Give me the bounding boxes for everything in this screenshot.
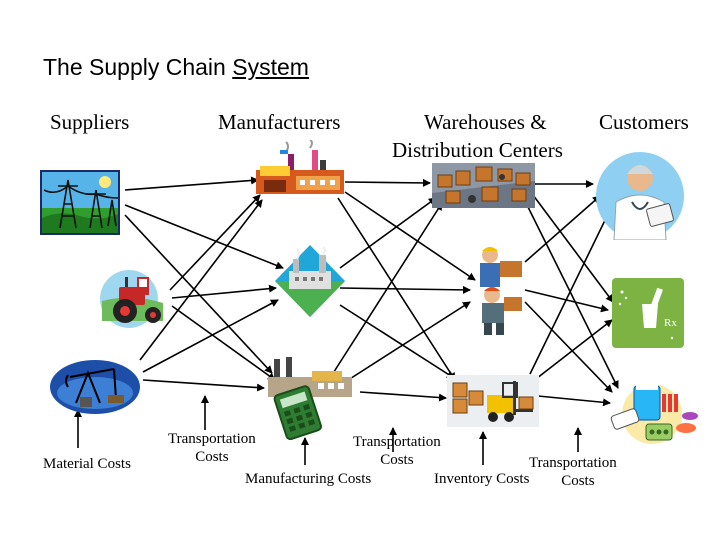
transport-costs-2-line1: Transportation [353, 434, 441, 450]
manufacturing-costs-label: Manufacturing Costs [245, 471, 372, 487]
arrow-supplier3-mfr2 [142, 299, 279, 373]
warehouses-header-line2: Distribution Centers [392, 138, 563, 162]
transport-costs-1-line2: Costs [195, 449, 229, 465]
arrow-wh2-cust1 [524, 195, 601, 263]
transport-costs-label-3: Transportation Costs [529, 454, 617, 490]
tractor-image [100, 270, 163, 328]
workers-image [480, 247, 522, 335]
doctor-image [596, 152, 684, 240]
arrow-mfr2-wh2 [339, 285, 471, 294]
page-title: The Supply Chain System [43, 54, 309, 81]
arrow-mfr3-wh3 [359, 391, 447, 402]
suppliers-header: Suppliers [50, 110, 130, 134]
warehouse-boxes-image [432, 163, 535, 208]
arrow-supplier1-mfr1 [124, 176, 259, 191]
arrow-supplier3-mfr3 [142, 379, 265, 392]
arrow-supplier3-mfr1 [139, 199, 263, 361]
forklift-image [447, 375, 539, 427]
arrow-wh1-cust2 [532, 194, 614, 303]
transport-costs-2-line2: Costs [380, 452, 414, 468]
arrow-mfr3-wh2 [344, 301, 471, 383]
transport-costs-1-line1: Transportation [168, 431, 256, 447]
warehouses-header-line1: Warehouses & [424, 110, 547, 134]
material-costs-label: Material Costs [43, 456, 131, 472]
arrow-wh3-cust2 [531, 319, 613, 383]
factory-calculator-image [268, 357, 352, 440]
industrial-plant-image [275, 245, 345, 317]
pharmacy-rx-image: Rx [612, 278, 684, 348]
arrow-wh3-cust3 [537, 395, 611, 407]
arrow-mfr1-wh1 [344, 178, 431, 187]
oil-pump-image [50, 360, 140, 414]
transport-costs-label-2: Transportation Costs [353, 433, 441, 469]
arrow-wh2-cust3 [524, 301, 613, 393]
transport-costs-3-line2: Costs [561, 473, 595, 489]
arrow-wh3-cust1 [529, 209, 611, 375]
arrow-supplier1-mfr3 [124, 214, 273, 374]
arrow-mfr3-wh1 [329, 202, 443, 379]
inventory-costs-label: Inventory Costs [434, 471, 530, 487]
transport-costs-3-line1: Transportation [529, 455, 617, 471]
power-lines-image [40, 170, 120, 235]
customers-header: Customers [599, 110, 689, 134]
medicines-image [610, 384, 698, 444]
rx-label: Rx [664, 317, 677, 329]
factory-image-1 [256, 140, 344, 194]
arrow-mfr2-wh3 [339, 304, 455, 379]
arrow-mfr2-wh1 [339, 197, 437, 269]
arrow-supplier2-mfr3 [171, 305, 276, 381]
manufacturers-header: Manufacturers [218, 110, 341, 134]
arrow-supplier2-mfr1 [169, 194, 261, 291]
arrow-wh1-cust3 [526, 204, 619, 389]
title-prefix: The Supply Chain [43, 54, 233, 80]
arrow-supplier1-mfr2 [124, 204, 284, 270]
arrow-mfr1-wh2 [344, 191, 476, 281]
title-underlined: System [232, 54, 309, 80]
transport-costs-label-1: Transportation Costs [168, 430, 256, 466]
